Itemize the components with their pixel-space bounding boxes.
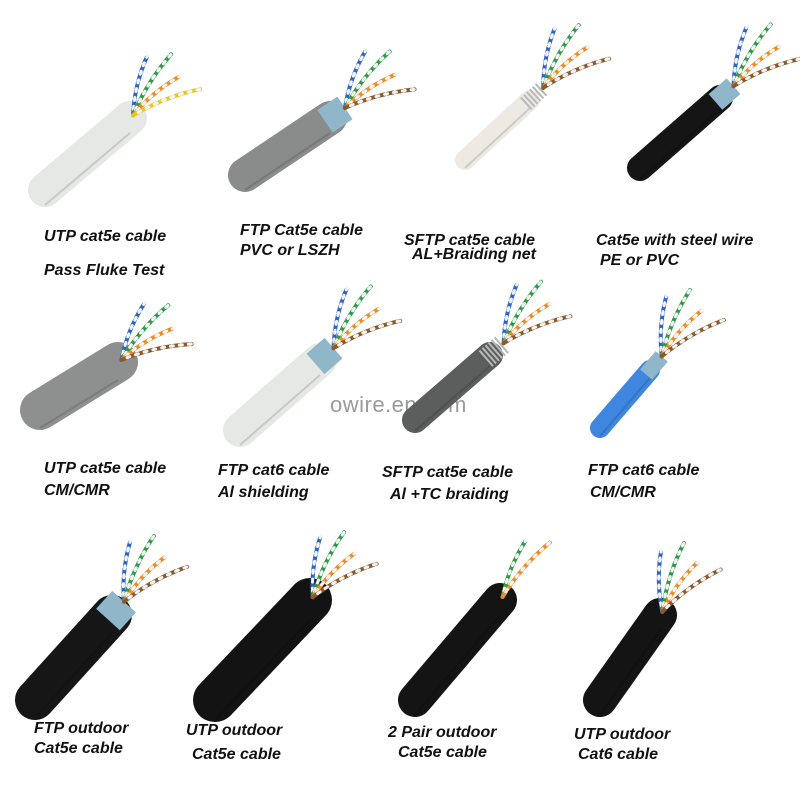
- cable-caption-line: FTP cat6 cable: [218, 462, 330, 479]
- twisted-pair-white: [732, 22, 773, 88]
- foil-shield: [306, 337, 343, 375]
- twisted-pair-white: [541, 23, 581, 90]
- jacket-shadow: [39, 379, 119, 429]
- cable-jacket: [590, 360, 660, 438]
- foil-shield: [640, 351, 668, 380]
- cable-caption-line: FTP outdoor: [34, 720, 129, 737]
- cable-2: [228, 47, 417, 192]
- cable-12: [583, 541, 723, 717]
- twisted-pair-white: [119, 303, 170, 362]
- foil-shield: [96, 590, 136, 631]
- twisted-pair-white: [332, 319, 402, 350]
- twisted-pair-white: [343, 87, 417, 110]
- cable-caption-line: CM/CMR: [44, 482, 110, 499]
- cable-jacket: [398, 583, 517, 717]
- foil-shield: [708, 78, 741, 110]
- cable-6: [223, 284, 403, 447]
- jacket-shadow: [239, 374, 321, 446]
- twisted-pair-white: [122, 534, 156, 604]
- cable-caption-line: UTP cat5e cable: [44, 228, 167, 245]
- cable-caption-line: PVC or LSZH: [240, 242, 340, 259]
- braid-shield: [478, 335, 511, 367]
- cable-caption-line: FTP cat6 cable: [588, 462, 700, 479]
- cable-jacket: [228, 101, 347, 192]
- twisted-pair-white: [660, 288, 692, 358]
- twisted-pair-white: [122, 565, 189, 604]
- twisted-pair-white: [732, 57, 800, 88]
- jacket-shadow: [464, 107, 531, 169]
- cable-caption-line: Cat5e cable: [398, 744, 487, 761]
- cable-caption-line: Pass Fluke Test: [44, 262, 165, 279]
- cable-5: [20, 300, 194, 430]
- twisted-pair-white: [660, 568, 723, 614]
- twisted-pair-white: [541, 57, 611, 90]
- twisted-pair-white: [343, 50, 392, 110]
- cable-jacket: [15, 595, 132, 720]
- twisted-pair-white: [502, 314, 572, 345]
- cable-caption-line: Cat5e cable: [192, 746, 281, 763]
- jacket-shadow: [44, 132, 131, 206]
- cable-caption-line: Cat5e cable: [34, 740, 123, 757]
- cable-caption-line: UTP outdoor: [574, 726, 671, 743]
- twisted-pair-white: [660, 318, 726, 358]
- cable-caption-line: 2 Pair outdoor: [388, 724, 497, 741]
- jacket-shadow: [34, 632, 113, 719]
- cable-caption-line: FTP Cat5e cable: [240, 222, 364, 239]
- twisted-pair-white: [131, 87, 202, 117]
- cable-10: [193, 530, 379, 722]
- cable-caption-line: Cat5e with steel wire: [596, 232, 754, 249]
- twisted-pair-white: [311, 530, 346, 599]
- cable-jacket: [223, 343, 337, 447]
- twisted-pair-white: [501, 541, 552, 599]
- cable-3: [455, 23, 612, 170]
- cable-caption-line: AL+Braiding net: [412, 246, 537, 263]
- jacket-shadow: [244, 132, 331, 191]
- foil-shield: [317, 96, 353, 133]
- cable-9: [15, 534, 190, 720]
- cable-jacket: [20, 342, 138, 430]
- twisted-pair-white: [660, 541, 686, 614]
- braid-shield: [520, 81, 549, 110]
- cable-7: [402, 279, 573, 433]
- cable-jacket: [402, 342, 503, 433]
- cable-jacket: [583, 598, 677, 717]
- cable-caption-line: Al +TC braiding: [390, 486, 509, 503]
- cable-jacket: [193, 578, 332, 722]
- jacket-shadow: [414, 365, 491, 432]
- twisted-pair-white: [131, 52, 173, 117]
- cable-11: [398, 537, 552, 717]
- jacket-shadow: [639, 108, 721, 180]
- cable-caption-line: CM/CMR: [590, 484, 656, 501]
- jacket-shadow: [214, 619, 311, 721]
- cable-caption-line: PE or PVC: [600, 252, 680, 269]
- twisted-pair-white: [502, 280, 543, 345]
- cable-1: [28, 52, 203, 207]
- jacket-shadow: [414, 614, 501, 716]
- cable-8: [590, 288, 726, 438]
- cable-caption-line: UTP outdoor: [186, 722, 283, 739]
- cable-4: [627, 22, 800, 181]
- twisted-pair-white: [311, 562, 379, 599]
- cable-caption-line: SFTP cat5e cable: [404, 232, 536, 249]
- cable-jacket: [627, 85, 733, 181]
- cable-jacket: [28, 101, 147, 207]
- cable-caption-line: Cat6 cable: [578, 746, 659, 763]
- jacket-shadow: [599, 377, 651, 437]
- twisted-pair-white: [119, 342, 194, 362]
- twisted-pair-white: [332, 284, 373, 350]
- cable-caption-line: UTP cat5e cable: [44, 460, 167, 477]
- jacket-shadow: [599, 629, 661, 716]
- cable-caption-line: Al shielding: [218, 484, 309, 501]
- cable-caption-line: SFTP cat5e cable: [382, 464, 514, 481]
- cable-jacket: [455, 90, 540, 170]
